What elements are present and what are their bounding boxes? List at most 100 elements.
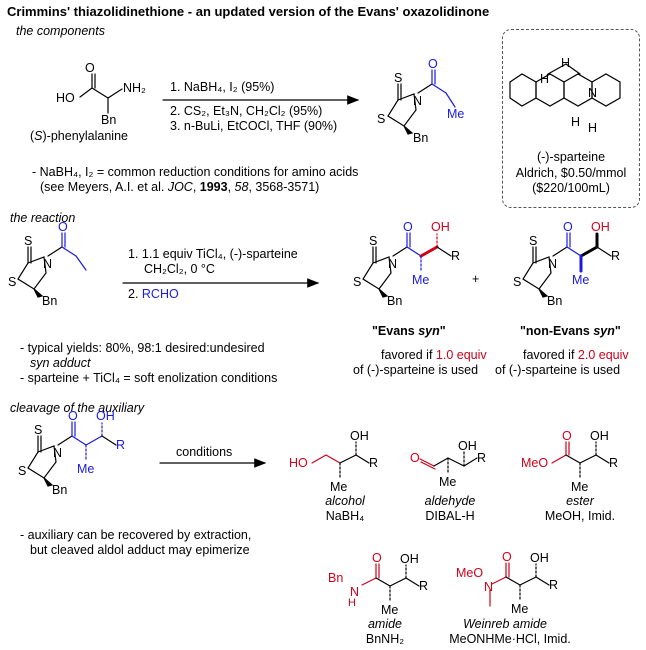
alcohol-structure [311,441,370,479]
atom-O: O [410,451,420,465]
evans-favored-2: of (-)-sparteine is used [353,363,479,377]
amide-reagent: BnNH₂ [365,632,405,646]
atom-Me: Me [330,480,348,494]
cleavage-note-2: but cleaved aldol adduct may epimerize [30,543,250,557]
atom-S: S [353,275,362,289]
alcohol-label: alcohol [325,494,365,508]
atom-O: O [85,61,95,75]
atom-S: S [529,234,538,248]
atom-O: O [58,220,68,234]
atom-N: N [548,257,558,271]
atom-S: S [377,112,386,126]
aldehyde-structure [419,451,478,474]
reagent-2: 2. CS₂, Et₃N, CH₂Cl₂ (95%) [170,104,323,118]
weinreb-structure [489,562,550,607]
atom-S: S [369,234,378,248]
atom-NH2: NH₂ [123,81,146,95]
atom-R: R [451,249,461,263]
non-evans-syn-label: "non-Evans syn" [520,324,621,338]
atom-R: R [419,579,429,593]
atom-H: H [588,121,598,135]
atom-Me: Me [447,107,465,121]
atom-OH: OH [400,552,419,566]
atom-HO: HO [289,456,308,470]
section-reaction: the reaction [10,211,76,225]
aldehyde-reagent: DIBAL-H [425,509,475,523]
reaction-cond-1: 1. 1.1 equiv TiCl₄, (-)-sparteine [128,247,298,261]
atom-H: H [561,56,571,70]
atom-Me: Me [412,273,430,287]
atom-H: H [571,115,581,129]
sparteine-box [502,29,640,208]
ester-reagent: MeOH, Imid. [544,509,616,523]
atom-OH: OH [96,409,115,423]
atom-R: R [611,249,621,263]
cleavage-starting-material [27,421,117,487]
atom-R: R [477,451,487,465]
sparteine-name: (-)-sparteine [536,150,606,164]
atom-H: H [348,597,356,609]
atom-S: S [513,275,522,289]
atom-Bn: Bn [101,113,117,127]
plus-sign: + [472,272,480,286]
evans-syn-label: "Evans syn" [372,324,446,338]
sparteine-supplier: Aldrich, $0.50/mmol [515,166,627,180]
atom-O: O [502,550,512,564]
atom-R: R [369,456,379,470]
weinreb-label: Weinreb amide [463,617,547,631]
atom-S: S [394,71,403,85]
sparteine-structure [509,63,621,107]
atom-O: O [372,551,382,565]
atom-R: R [116,438,126,452]
atom-OH: OH [431,220,450,234]
phenylalanine-structure [79,73,123,114]
amide-label: amide [367,617,403,631]
atom-Me: Me [572,273,590,287]
evans-syn-structure [362,232,452,298]
atom-OH: OH [590,429,609,443]
non-evans-favored-2: of (-)-sparteine is used [495,363,621,377]
atom-N: N [53,446,63,460]
sparteine-price: ($220/100mL) [532,181,610,195]
amide-structure [361,563,420,602]
atom-OH: OH [350,429,369,443]
ester-structure [551,441,610,479]
reaction-cond-2: CH₂Cl₂, 0 °C [144,262,215,276]
atom-Me: Me [381,603,399,617]
atom-NH: N [350,585,360,599]
evans-favored-1: favored if 1.0 equiv [381,348,487,362]
atom-Me: Me [439,475,457,489]
atom-MeO: MeO [521,456,549,470]
atom-MeO: MeO [456,566,484,580]
non-evans-favored-1: favored if 2.0 equiv [523,348,629,362]
ester-label: ester [566,494,594,508]
reaction-note-3: - sparteine + TiCl₄ = soft enolization c… [20,371,278,385]
atom-H: H [540,72,550,86]
atom-S: S [18,464,27,478]
weinreb-reagent: MeONHMe·HCl, Imid. [449,632,571,646]
atom-N: N [43,257,53,271]
acyl-thiazolidinethione-top [387,69,456,135]
atom-Me: Me [511,602,529,616]
atom-O: O [403,220,413,234]
components-note-1: - NaBH₄, I₂ = common reduction condition… [32,165,359,179]
atom-O: O [563,220,573,234]
atom-Me: Me [77,462,95,476]
atom-Me: Me [571,480,589,494]
atom-Bn: Bn [547,294,563,308]
alcohol-reagent: NaBH₄ [325,509,365,523]
non-evans-syn-structure [522,232,612,298]
atom-R: R [549,578,559,592]
atom-HO: HO [56,91,75,105]
cleavage-note-1: - auxiliary can be recovered by extracti… [20,528,252,542]
atom-Bn: Bn [42,294,58,308]
cleavage-conditions: conditions [176,445,233,459]
reagent-3: 3. n-BuLi, EtCOCl, THF (90%) [170,119,338,133]
atom-N: N [413,94,423,108]
atom-BnN: Bn [328,571,344,585]
atom-N: N [588,86,598,100]
components-note-2: (see Meyers, A.I. et al. JOC, 1993, 58, … [40,180,320,194]
atom-O: O [562,429,572,443]
aldehyde-label: aldehyde [424,494,476,508]
